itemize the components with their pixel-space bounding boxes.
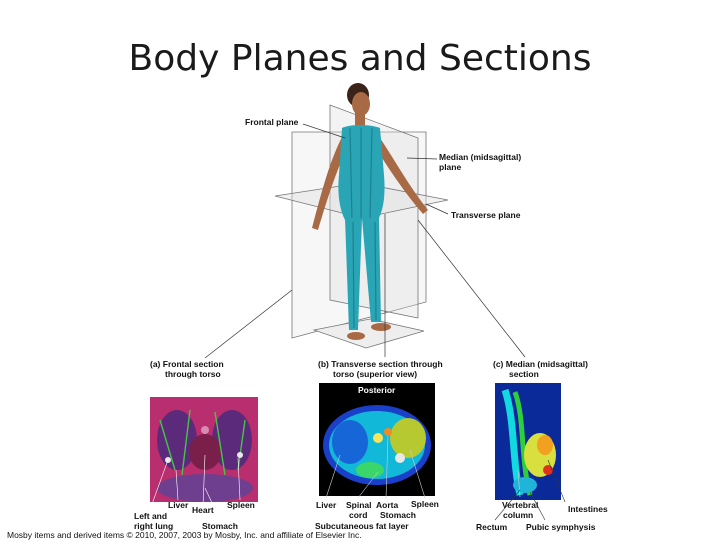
panel-c-heading-line1: (c) Median (midsagittal) [493,359,588,369]
copyright-footer: Mosby items and derived items © 2010, 20… [7,530,362,540]
pubic-symphysis-label: Pubic symphysis [526,522,596,532]
transverse-section-image [319,383,435,496]
lung-label-line2: right lung [134,521,174,531]
posterior-label: Posterior [358,385,396,395]
panel-a-heading-line2: through torso [165,369,221,379]
transverse-plane-label: Transverse plane [451,210,521,220]
spinal-cord-label-line1: Spinal [346,500,372,510]
human-figure [312,83,428,340]
vertebral-column-label-line1: Vertebral [502,500,539,510]
vertebral-column-label-line2: column [503,510,534,520]
spleen-label-b: Spleen [411,499,439,509]
subcutaneous-fat-label: Subcutaneous fat layer [315,521,409,531]
liver-label-a: Liver [168,500,189,510]
panel-c-heading-line2: section [509,369,539,379]
aorta-label: Aorta [376,500,399,510]
panel-a-heading-line1: (a) Frontal section [150,359,224,369]
median-plane-label-line2: plane [439,162,462,172]
heart-label: Heart [192,505,214,515]
spinal-cord-label-line2: cord [349,510,368,520]
panel-b-heading-line2: torso (superior view) [333,369,418,379]
slide-title: Body Planes and Sections [128,38,592,79]
rectum-label: Rectum [476,522,508,532]
frontal-section-image [150,397,258,502]
intestines-label: Intestines [568,504,608,514]
median-section-image [495,383,561,500]
frontal-plane-label: Frontal plane [245,117,299,127]
median-plane-label-line1: Median (midsagittal) [439,152,522,162]
liver-label-b: Liver [316,500,337,510]
lung-label-line1: Left and [134,511,168,521]
stomach-label-b: Stomach [380,510,416,520]
stomach-label-a: Stomach [202,521,238,531]
spleen-label-a: Spleen [227,500,255,510]
panel-b-heading-line1: (b) Transverse section through [318,359,443,369]
